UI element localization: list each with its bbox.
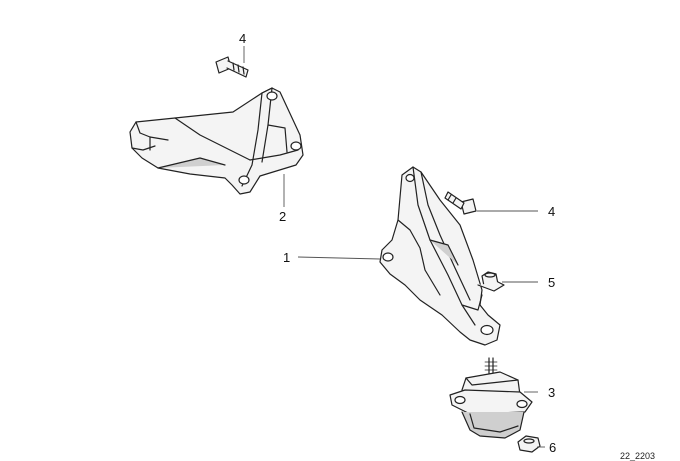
callout-bolt-right: 4 <box>548 204 556 219</box>
engine-mount-drawing <box>449 357 533 439</box>
callout-nut-small: 6 <box>549 440 557 455</box>
callout-nut: 5 <box>548 275 556 290</box>
nut-drawing <box>477 271 505 292</box>
callout-bracket-upper: 2 <box>279 209 287 224</box>
bracket-main-drawing <box>379 166 501 346</box>
leader-bracket-main <box>297 256 381 260</box>
callout-engine-mount: 3 <box>548 385 556 400</box>
reference-code: 22_2203 <box>620 451 656 461</box>
bolt-right-drawing <box>444 191 477 215</box>
callout-bolt-top: 4 <box>239 31 247 46</box>
callout-bracket-main: 1 <box>283 250 291 265</box>
nut-small-drawing <box>517 435 541 453</box>
bolt-top-drawing <box>215 56 249 78</box>
bracket-upper-drawing <box>129 87 304 195</box>
